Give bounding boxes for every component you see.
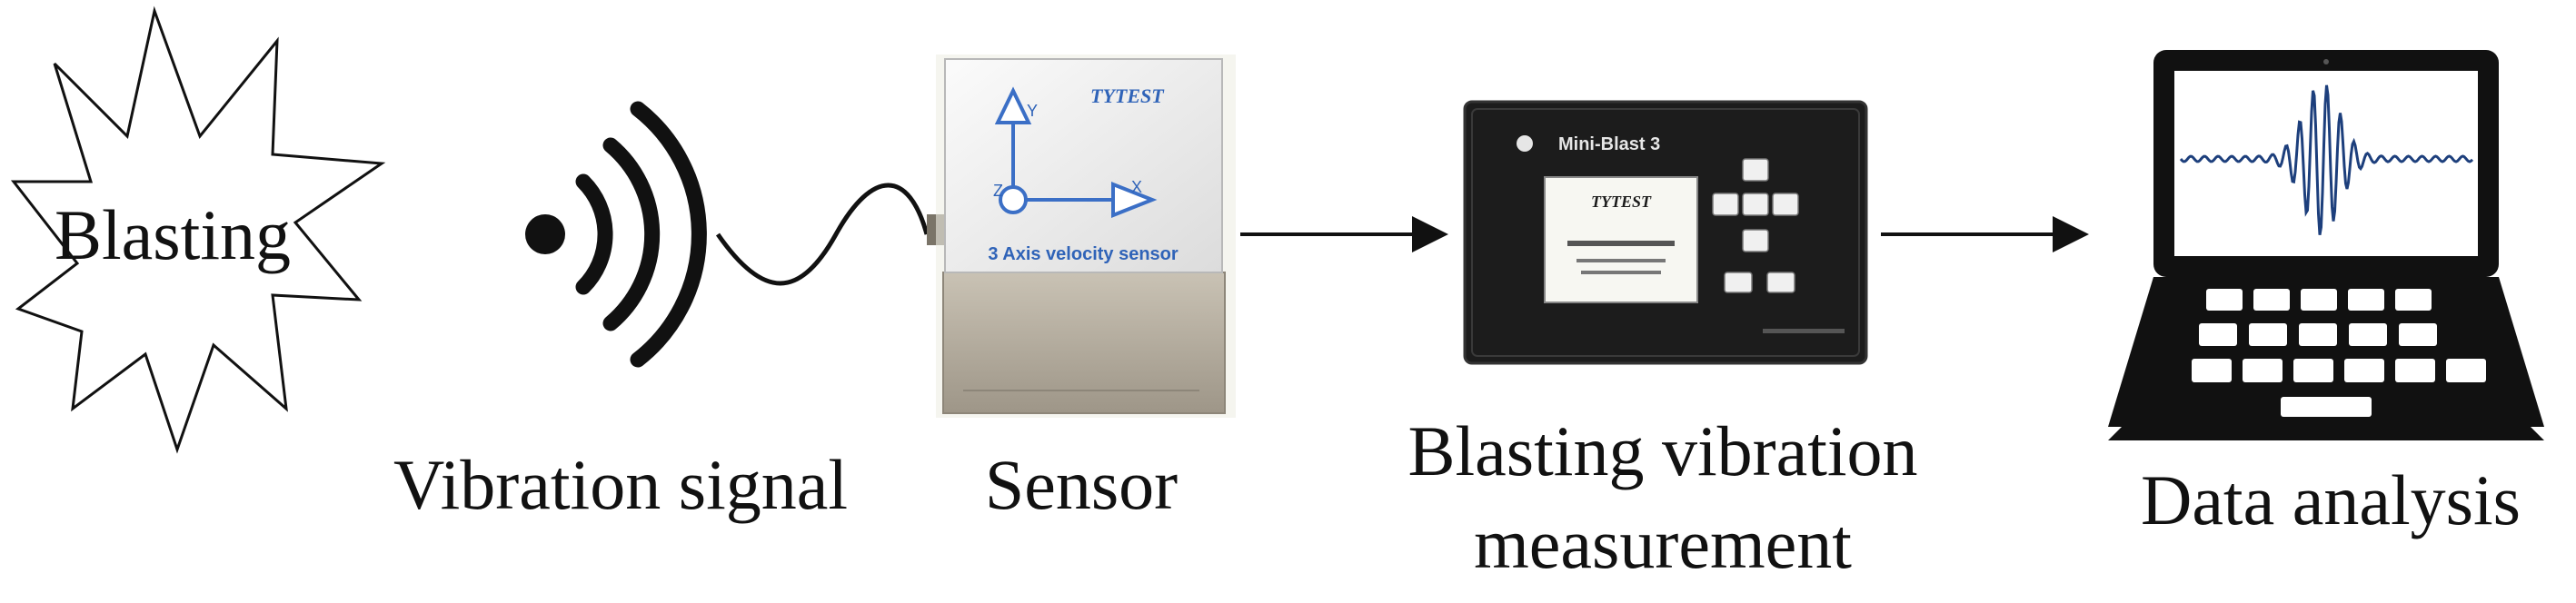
recorder-brand: TYTEST <box>1591 193 1652 211</box>
caption-sensor: Sensor <box>984 445 1179 524</box>
sensor-image: Y Z X TYTEST 3 Axis velocity sensor <box>927 54 1236 418</box>
signal-waves-icon <box>525 101 707 368</box>
caption-data-analysis: Data analysis <box>2140 460 2521 539</box>
recorder-model: Mini-Blast 3 <box>1558 134 1660 154</box>
waveform-trace <box>2179 84 2474 235</box>
caption-measurement-line1: Blasting vibration <box>1407 411 1918 490</box>
sensor-device-caption: 3 Axis velocity sensor <box>988 244 1179 264</box>
blasting-label: Blasting <box>55 195 291 274</box>
sensor-axis-y: Y <box>1027 102 1038 120</box>
recorder-image: Mini-Blast 3 TYTEST <box>1463 100 1868 365</box>
sine-wave-line <box>715 183 930 286</box>
sensor-brand: TYTEST <box>1090 84 1165 107</box>
explosion-star-icon <box>10 5 386 454</box>
sensor-axis-x: X <box>1131 178 1142 196</box>
sensor-axis-z: Z <box>993 182 1003 200</box>
laptop-keyboard <box>2192 289 2486 417</box>
caption-vibration-signal: Vibration signal <box>393 445 849 524</box>
caption-measurement-line2: measurement <box>1474 504 1852 583</box>
